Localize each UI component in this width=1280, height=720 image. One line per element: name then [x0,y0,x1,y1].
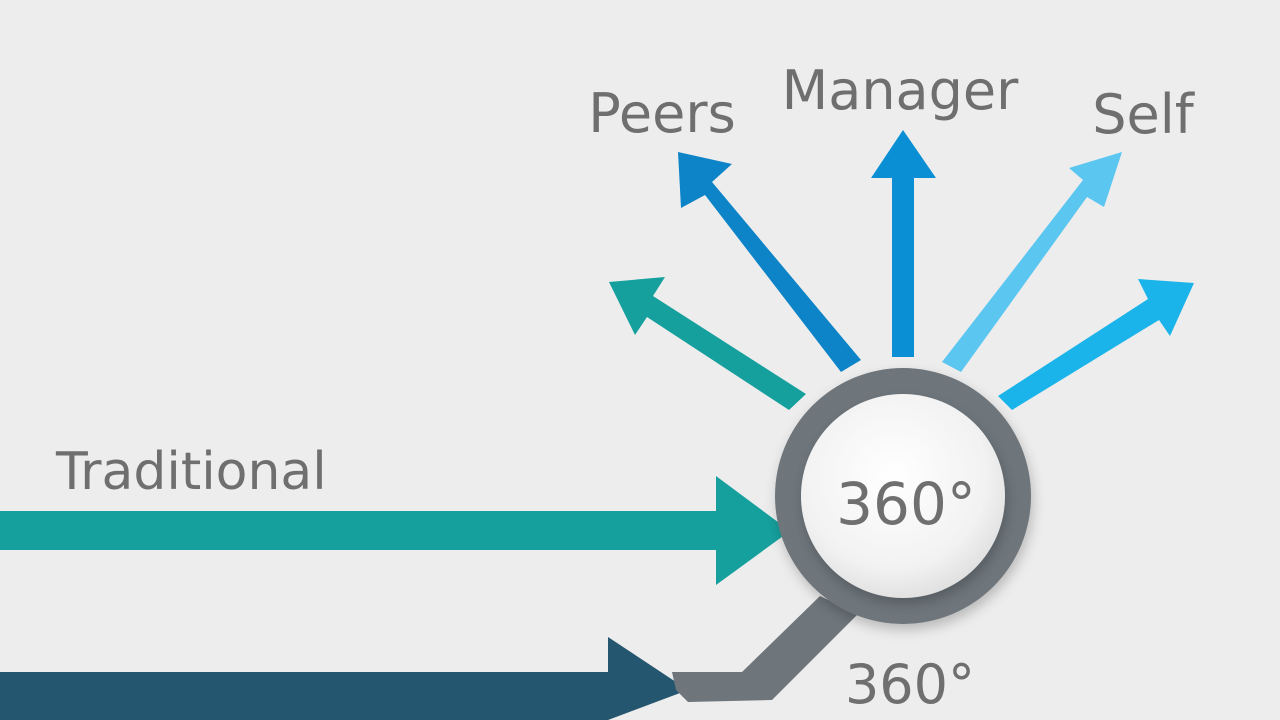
traditional-arrow [0,476,790,585]
traditional-label: Traditional [55,442,327,502]
hub-disc [801,394,1005,598]
self-arrow [942,152,1122,372]
manager-arrow [871,130,936,357]
manager-label: Manager [782,59,1019,122]
teal-upper-left-arrow [609,277,806,410]
sky-blue-arrow [998,279,1194,410]
hub-label: 360° [836,470,976,538]
peers-arrow [678,152,861,372]
bottom-360-label: 360° [845,653,975,716]
bottom-gray-connector [672,596,858,702]
self-label: Self [1092,83,1196,146]
bottom-dark-arrow [0,637,688,720]
peers-label: Peers [588,82,735,145]
